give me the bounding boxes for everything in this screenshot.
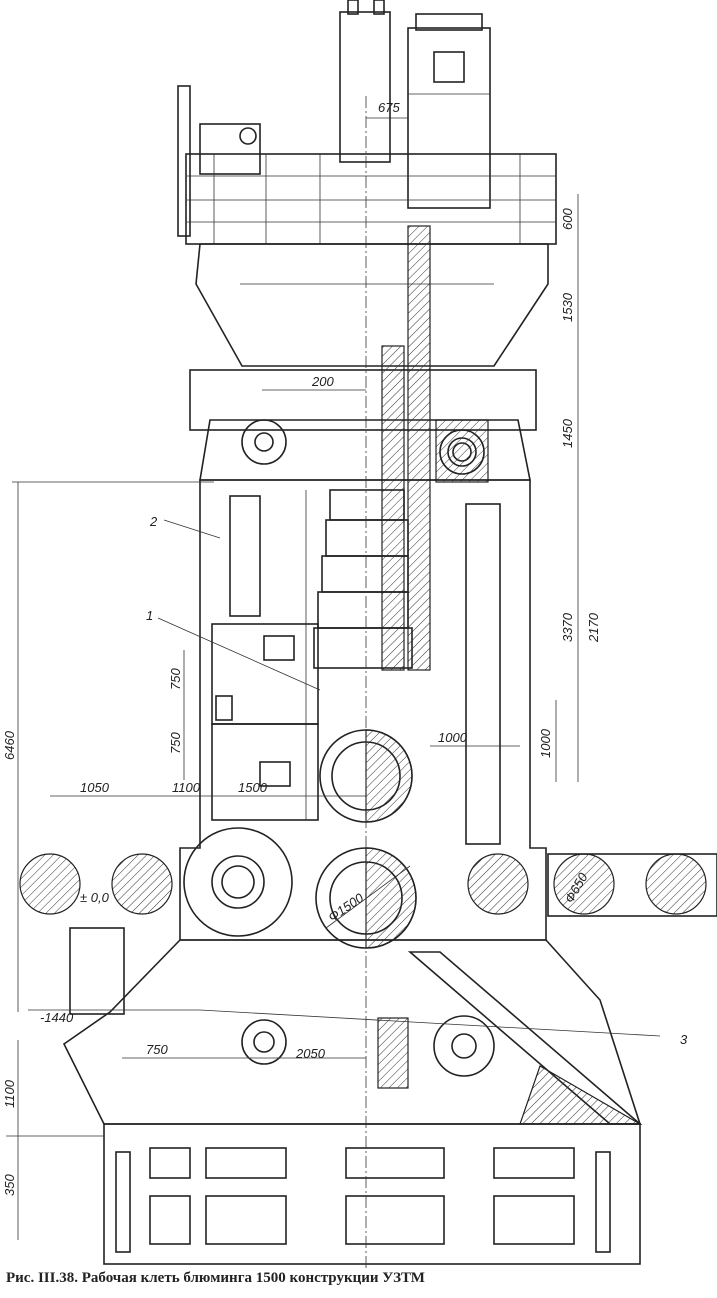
top-motor-assembly (199, 0, 491, 209)
callout-2: 2 (149, 514, 158, 529)
dim-1000-vertical: 1000 (538, 728, 553, 758)
dim-1000-horizontal: 1000 (438, 730, 468, 745)
callout-3: 3 (680, 1032, 688, 1047)
dim-1530: 1530 (560, 292, 575, 322)
roller-table (19, 853, 717, 1015)
level-zero: ± 0,0 (80, 890, 110, 905)
dim-1100-vertical: 1100 (2, 1079, 17, 1108)
dimension-lines (6, 117, 661, 1240)
dim-phi1500: Ф1500 (325, 890, 367, 925)
dim-675: 675 (378, 100, 400, 115)
lower-gear (183, 827, 293, 937)
dim-350: 350 (2, 1174, 17, 1196)
dim-750-upper: 750 (168, 668, 183, 690)
screwdown-screw (313, 225, 431, 671)
dim-1450: 1450 (560, 418, 575, 448)
dim-3370: 3370 (560, 612, 575, 642)
crosshead (189, 369, 537, 483)
dim-750-base: 750 (146, 1042, 168, 1057)
figure-caption: Рис. III.38. Рабочая клеть блюминга 1500… (6, 1270, 425, 1286)
upper-housing (195, 243, 549, 367)
dim-6460: 6460 (2, 730, 17, 760)
dim-750-lower: 750 (168, 732, 183, 754)
dim-200: 200 (311, 374, 334, 389)
dim-1100: 1100 (172, 780, 201, 795)
callout-leaders (157, 519, 321, 691)
chocks (211, 623, 319, 821)
dim-1500: 1500 (238, 780, 268, 795)
dim-1050: 1050 (80, 780, 110, 795)
level-minus-1440: -1440 (40, 1010, 74, 1025)
lower-apron (62, 939, 643, 1125)
dim-600: 600 (560, 208, 575, 230)
dim-2170: 2170 (586, 612, 601, 643)
foundation (103, 1123, 641, 1265)
dim-2050: 2050 (295, 1046, 326, 1061)
callout-1: 1 (146, 608, 153, 623)
top-platform (177, 85, 557, 245)
